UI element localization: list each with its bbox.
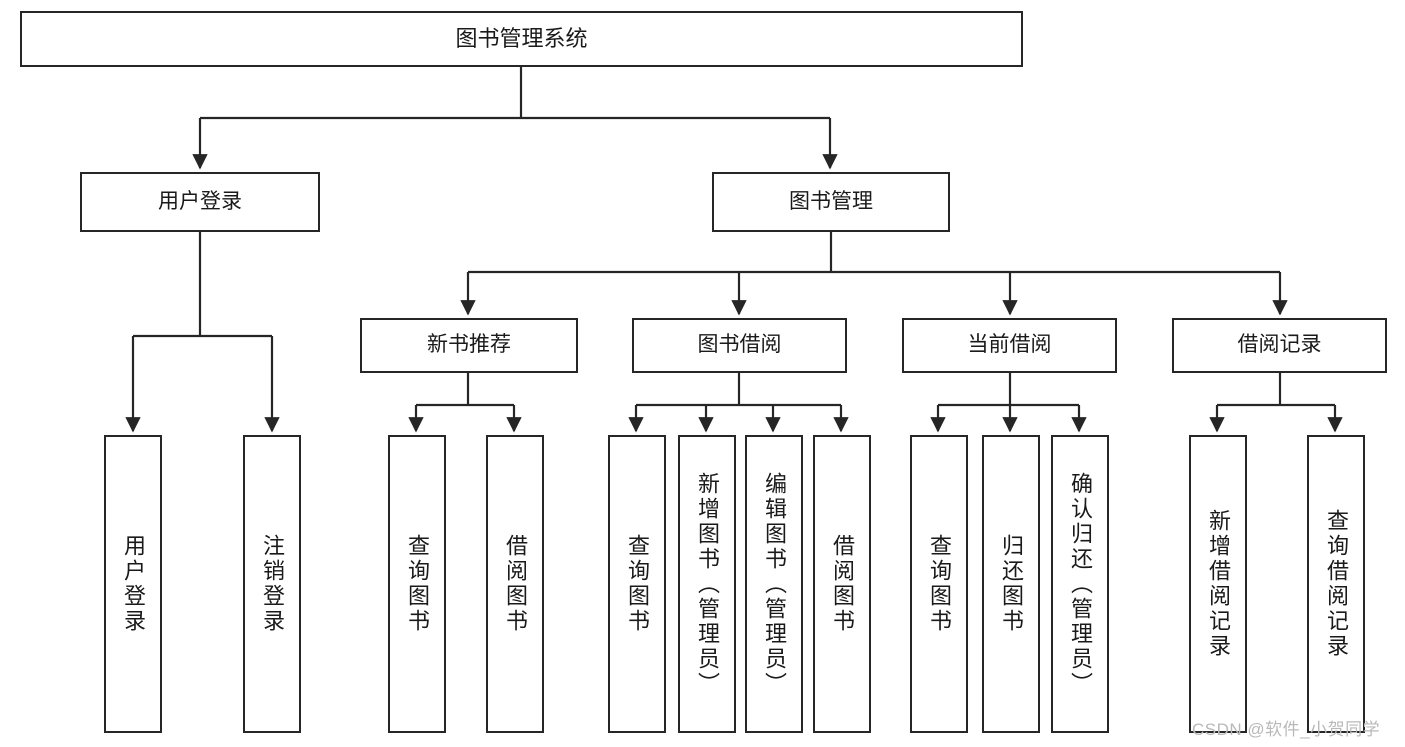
- node-leaf-add-borrow-record-label: 新增借阅记录: [1206, 509, 1231, 659]
- node-leaf-user-login-label: 用户登录: [121, 534, 146, 634]
- node-leaf-borrow-book-1[interactable]: 借阅图书: [486, 435, 544, 733]
- node-leaf-user-logout[interactable]: 注销登录: [243, 435, 301, 733]
- node-leaf-confirm-return-admin[interactable]: 确认归还（管理员）: [1051, 435, 1109, 733]
- node-root-label: 图书管理系统: [455, 26, 588, 52]
- node-leaf-query-borrow-record[interactable]: 查询借阅记录: [1307, 435, 1365, 733]
- node-leaf-query-borrow-record-label: 查询借阅记录: [1324, 509, 1349, 659]
- node-leaf-borrow-book-2[interactable]: 借阅图书: [813, 435, 871, 733]
- node-new-book-recommend-label: 新书推荐: [427, 333, 511, 357]
- csdn-watermark: CSDN @软件_小贺同学: [1192, 720, 1381, 739]
- node-current-borrow[interactable]: 当前借阅: [902, 318, 1117, 373]
- node-leaf-query-book-1[interactable]: 查询图书: [388, 435, 446, 733]
- node-leaf-return-book-label: 归还图书: [999, 534, 1024, 634]
- node-leaf-return-book[interactable]: 归还图书: [982, 435, 1040, 733]
- node-leaf-query-book-2-label: 查询图书: [625, 534, 650, 634]
- node-leaf-query-book-1-label: 查询图书: [405, 534, 430, 634]
- node-leaf-confirm-return-admin-label: 确认归还（管理员）: [1068, 471, 1093, 697]
- node-book-borrow-label: 图书借阅: [697, 333, 782, 357]
- node-leaf-query-book-2[interactable]: 查询图书: [608, 435, 666, 733]
- node-leaf-add-borrow-record[interactable]: 新增借阅记录: [1189, 435, 1247, 733]
- node-borrow-record[interactable]: 借阅记录: [1172, 318, 1387, 373]
- node-leaf-borrow-book-1-label: 借阅图书: [503, 534, 528, 634]
- node-current-borrow-label: 当前借阅: [967, 333, 1052, 357]
- node-leaf-query-book-3[interactable]: 查询图书: [910, 435, 968, 733]
- node-book-manage-label: 图书管理: [789, 189, 873, 213]
- node-leaf-user-login[interactable]: 用户登录: [104, 435, 162, 733]
- node-leaf-add-book-admin[interactable]: 新增图书（管理员）: [678, 435, 736, 733]
- node-leaf-add-book-admin-label: 新增图书（管理员）: [695, 471, 720, 697]
- node-book-manage[interactable]: 图书管理: [712, 172, 950, 232]
- node-leaf-edit-book-admin[interactable]: 编辑图书（管理员）: [745, 435, 803, 733]
- node-root[interactable]: 图书管理系统: [20, 11, 1023, 67]
- node-leaf-user-logout-label: 注销登录: [260, 534, 285, 634]
- node-user-login-label: 用户登录: [158, 189, 242, 213]
- node-leaf-edit-book-admin-label: 编辑图书（管理员）: [762, 471, 787, 697]
- node-user-login[interactable]: 用户登录: [80, 172, 320, 232]
- node-leaf-query-book-3-label: 查询图书: [927, 534, 952, 634]
- node-borrow-record-label: 借阅记录: [1237, 333, 1322, 357]
- node-book-borrow[interactable]: 图书借阅: [632, 318, 847, 373]
- node-new-book-recommend[interactable]: 新书推荐: [360, 318, 578, 373]
- node-leaf-borrow-book-2-label: 借阅图书: [830, 534, 855, 634]
